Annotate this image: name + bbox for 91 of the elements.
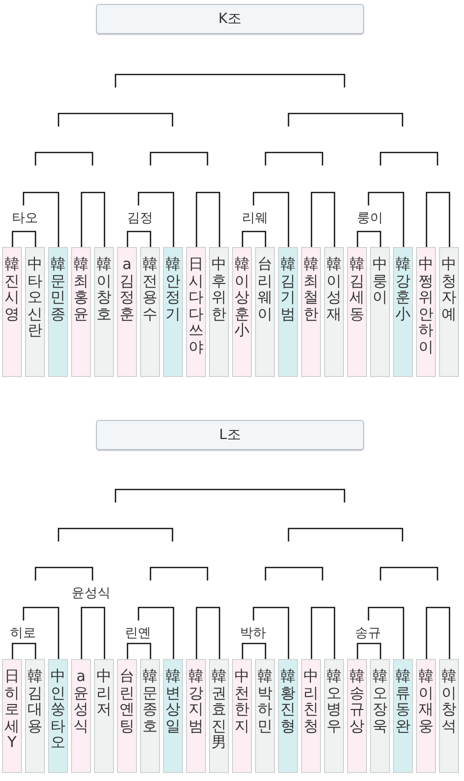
player-name: 韓김기범 (280, 256, 296, 322)
player-name: 韓류동완 (396, 668, 410, 734)
player-name: 韓이상훈小 (234, 256, 250, 338)
player-name: 台리웨이 (258, 256, 272, 322)
player-card (347, 247, 367, 377)
player-card (232, 659, 252, 773)
player-card (301, 247, 321, 377)
player-name: 韓강훈小 (396, 256, 410, 322)
winner-name: 리웨 (242, 210, 268, 227)
player-card (416, 659, 436, 773)
player-card (416, 247, 436, 377)
player-card (370, 247, 390, 377)
player-name: 中인쑹타오 (50, 668, 66, 750)
player-card (2, 247, 22, 377)
player-card (324, 247, 344, 377)
player-name: 韓최철한 (304, 256, 318, 322)
player-card (439, 659, 459, 773)
player-card (393, 247, 413, 377)
player-name: 韓송규상 (350, 668, 364, 734)
player-card (117, 659, 137, 773)
player-name: 韓전용수 (142, 256, 158, 322)
player-name: 中천한지 (234, 668, 250, 734)
player-name: 中청자예 (442, 256, 456, 322)
player-card (324, 659, 344, 773)
player-name: 韓문종호 (142, 668, 158, 734)
player-name: 中룽이 (372, 256, 388, 306)
winner-name: 타오 (12, 210, 38, 227)
player-name: 韓이성재 (326, 256, 342, 322)
player-name: 中리친청 (304, 668, 318, 734)
player-card (48, 659, 68, 773)
player-card (71, 247, 91, 377)
winner-name: 히로 (10, 625, 36, 642)
player-name: 韓오장욱 (372, 668, 388, 734)
player-card (48, 247, 68, 377)
player-card (2, 659, 22, 773)
player-name: 韓권효진男 (212, 668, 226, 750)
player-name: 日시다다쓰야 (188, 256, 204, 355)
player-card (255, 659, 275, 773)
player-card (163, 247, 183, 377)
player-card (232, 247, 252, 377)
player-card (439, 247, 459, 377)
player-name: 日히로세Y (4, 668, 20, 750)
player-card (393, 659, 413, 773)
player-card (117, 247, 137, 377)
group-header: K조 (96, 4, 364, 34)
winner-name: 김정 (127, 210, 153, 227)
winner-name: 린옌 (125, 625, 151, 642)
player-card (71, 659, 91, 773)
player-name: 韓박하민 (258, 668, 272, 734)
player-card (94, 659, 114, 773)
player-card (209, 247, 229, 377)
player-card (186, 247, 206, 377)
group-header: L조 (96, 420, 364, 450)
winner-name: 박하 (240, 625, 266, 642)
player-card (347, 659, 367, 773)
player-name: 韓안정기 (166, 256, 180, 322)
player-card (186, 659, 206, 773)
winner-name: 송규 (355, 625, 381, 642)
player-name: 韓강지범 (188, 668, 204, 734)
winner-name: 윤성식 (72, 585, 110, 602)
winner-name: 룽이 (357, 210, 383, 227)
player-name: 韓이창석 (442, 668, 456, 734)
player-card (140, 247, 160, 377)
player-name: 韓김세동 (350, 256, 364, 322)
player-name: 台린옌팅 (120, 668, 134, 734)
player-name: 中리저 (96, 668, 112, 718)
player-card (25, 659, 45, 773)
player-name: 韓변상일 (166, 668, 180, 734)
player-name: 韓김대용 (28, 668, 42, 734)
player-card (370, 659, 390, 773)
player-card (301, 659, 321, 773)
player-card (163, 659, 183, 773)
player-name: 韓이창호 (96, 256, 112, 322)
player-name: 韓황진형 (280, 668, 296, 734)
player-name: 韓문민종 (50, 256, 66, 322)
player-name: a윤성식 (74, 668, 88, 734)
player-name: 中후위한 (212, 256, 226, 322)
player-card (278, 659, 298, 773)
player-card (278, 247, 298, 377)
player-card (140, 659, 160, 773)
player-card (255, 247, 275, 377)
player-name: 韓오병우 (326, 668, 342, 734)
player-name: 韓진시영 (4, 256, 20, 322)
player-name: 韓이재웅 (418, 668, 434, 734)
player-card (209, 659, 229, 773)
player-name: 中타오신란 (28, 256, 42, 338)
player-card (25, 247, 45, 377)
player-name: 韓최홍윤 (74, 256, 88, 322)
player-name: 中쩡위안하이 (418, 256, 434, 355)
player-name: a김정훈 (120, 256, 134, 322)
player-card (94, 247, 114, 377)
